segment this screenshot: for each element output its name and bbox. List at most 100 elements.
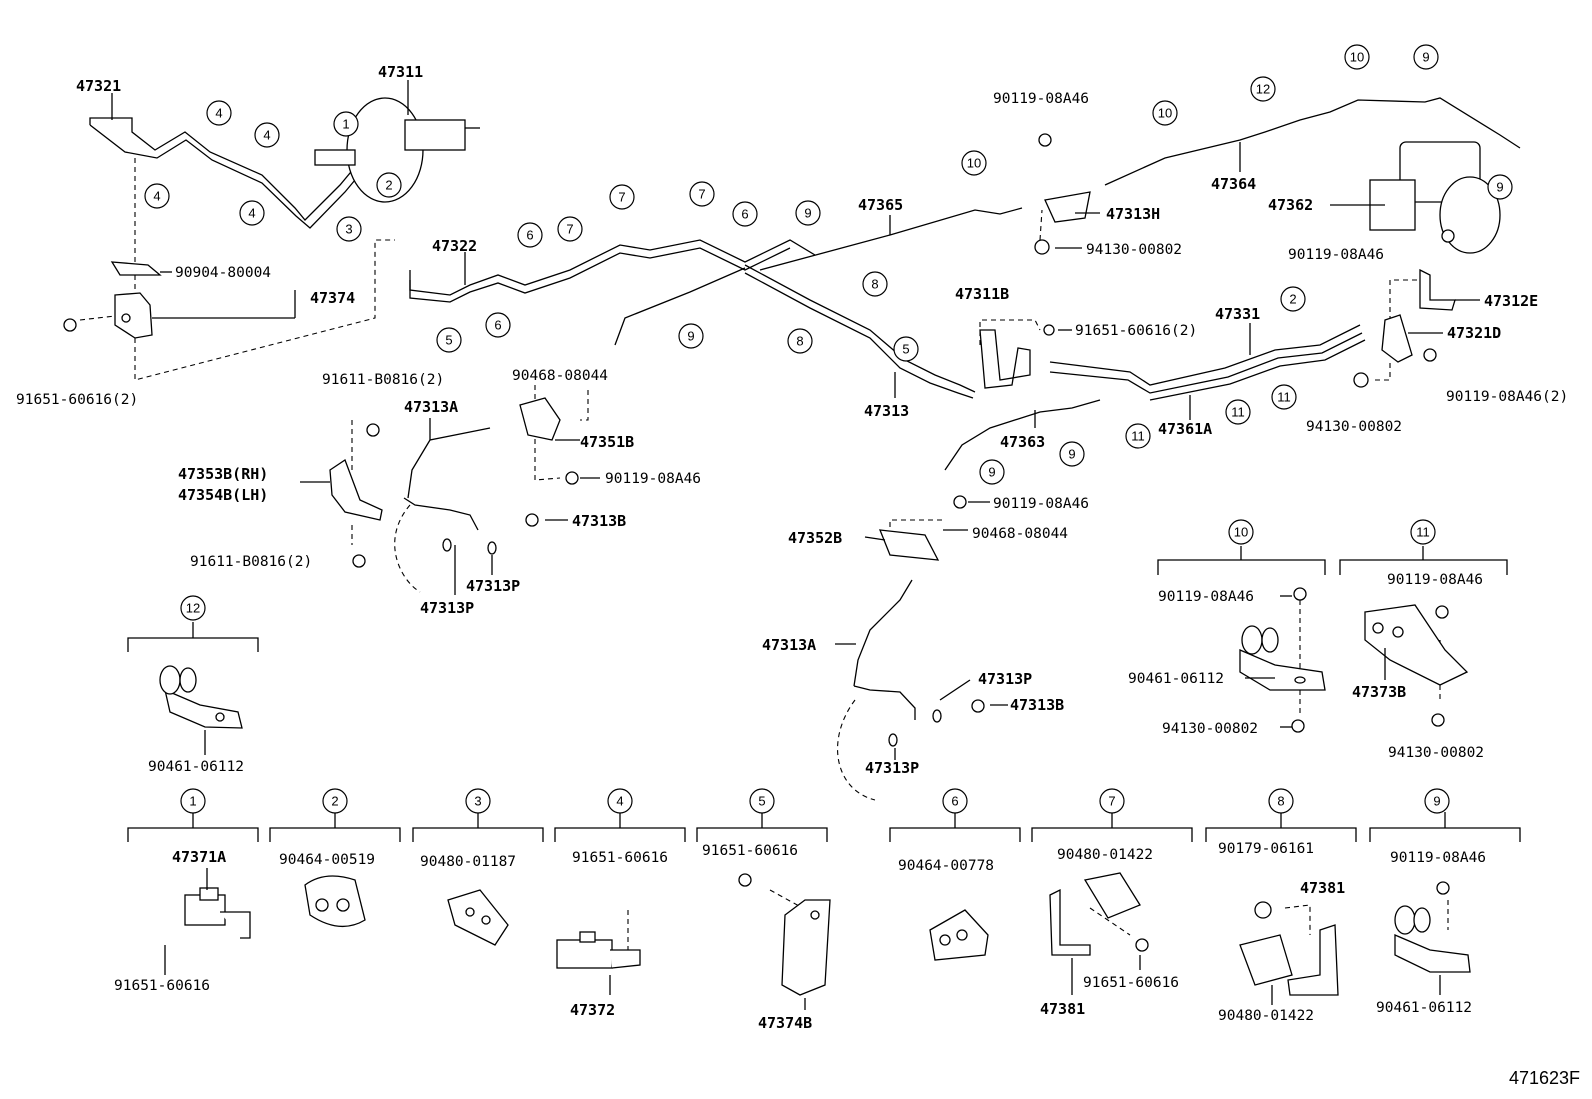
svg-text:4: 4 [215, 106, 222, 121]
callout-12-31: 12 [180, 595, 206, 621]
callout-8-16: 8 [862, 271, 888, 297]
svg-text:2: 2 [1289, 292, 1296, 307]
callout-8-17: 8 [787, 328, 813, 354]
label-47374: 47374 [310, 289, 355, 307]
kit10-bracket-icon [1239, 625, 1326, 691]
kit8-bracket-icon [1239, 901, 1339, 996]
svg-text:7: 7 [566, 222, 573, 237]
svg-text:5: 5 [445, 333, 452, 348]
callout-10-22: 10 [1344, 44, 1370, 70]
callout-4-2: 4 [144, 183, 170, 209]
callout-8-41: 8 [1268, 788, 1294, 814]
master-cylinder-icon [314, 97, 480, 203]
kit3-clip-icon [447, 889, 509, 946]
label-90468-08044-a: 90468-08044 [512, 368, 608, 384]
svg-text:7: 7 [618, 190, 625, 205]
label-47313a-b: 47313A [762, 636, 816, 654]
callout-9-24: 9 [1487, 174, 1513, 200]
svg-text:10: 10 [1234, 525, 1248, 540]
svg-text:3: 3 [474, 794, 481, 809]
kit11-47373b-label: 47373B [1352, 683, 1406, 701]
label-47322: 47322 [432, 237, 477, 255]
kit2-clip-icon [304, 875, 366, 927]
kit9-bracket-icon [1394, 881, 1471, 973]
svg-text:9: 9 [804, 206, 811, 221]
svg-text:10: 10 [1350, 50, 1364, 65]
label-47312e: 47312E [1484, 292, 1538, 310]
label-91651-60616-2-a: 91651-60616(2) [16, 392, 138, 408]
bracket-47313H-icon [1044, 191, 1091, 223]
kit2-90464-label: 90464-00519 [279, 852, 375, 868]
callout-10-32: 10 [1228, 519, 1254, 545]
label-47313a-a: 47313A [404, 398, 458, 416]
bolt-icons [63, 133, 1455, 733]
callout-4-1: 4 [254, 122, 280, 148]
svg-text:9: 9 [1496, 180, 1503, 195]
kit6-clip-icon [929, 909, 989, 961]
svg-text:12: 12 [186, 601, 200, 616]
label-90119-08a46-b: 90119-08A46 [1288, 247, 1384, 263]
svg-text:4: 4 [263, 128, 270, 143]
svg-text:11: 11 [1416, 525, 1430, 540]
kit-group-brackets [127, 546, 1521, 842]
label-47321: 47321 [76, 77, 121, 95]
callout-7-12: 7 [689, 181, 715, 207]
callout-11-26: 11 [1225, 399, 1251, 425]
callout-9-30: 9 [979, 459, 1005, 485]
callout-10-19: 10 [961, 150, 987, 176]
svg-text:6: 6 [526, 228, 533, 243]
label-47313p-d: 47313P [865, 759, 919, 777]
callout-2-5: 2 [376, 172, 402, 198]
callout-1-34: 1 [180, 788, 206, 814]
svg-text:8: 8 [871, 277, 878, 292]
label-90119-08a46-c: 90119-08A46 [605, 471, 701, 487]
bracket-47353B-icon [329, 459, 383, 521]
callout-7-10: 7 [557, 216, 583, 242]
leader-lines [111, 80, 1480, 1010]
callout-4-37: 4 [607, 788, 633, 814]
kit10-90119-label: 90119-08A46 [1158, 589, 1254, 605]
svg-text:11: 11 [1131, 429, 1145, 444]
label-91611-b0816-2-b: 91611-B0816(2) [190, 554, 312, 570]
label-47321d: 47321D [1447, 324, 1501, 342]
label-90468-08044-b: 90468-08044 [972, 526, 1068, 542]
kit5-47374b-label: 47374B [758, 1014, 812, 1032]
label-47365: 47365 [858, 196, 903, 214]
callout-5-18: 5 [893, 336, 919, 362]
label-91651-60616-2-b: 91651-60616(2) [1075, 323, 1197, 339]
callout-11-27: 11 [1271, 384, 1297, 410]
svg-text:12: 12 [1256, 82, 1270, 97]
kit11-clamp-icon [1364, 604, 1469, 686]
svg-text:5: 5 [902, 342, 909, 357]
svg-text:9: 9 [1433, 794, 1440, 809]
kit3-90480-label: 90480-01187 [420, 854, 516, 870]
kit5-clamp-icon [738, 873, 831, 996]
part-number-labels: 47321 4 7 3 11 90904-80004 47374 91651-6061… [16, 63, 1568, 1032]
brake-tube-lines [89, 97, 1521, 720]
label-90119-08a46-2: 90119-08A46(2) [1446, 389, 1568, 405]
label-47313: 47313 [864, 402, 909, 420]
label-47352b: 47352B [788, 529, 842, 547]
label-94130-00802-a: 94130-00802 [1086, 242, 1182, 258]
svg-text:4: 4 [153, 189, 160, 204]
label-47364: 47364 [1211, 175, 1256, 193]
svg-text:2: 2 [385, 178, 392, 193]
label-90904-80004: 90904-80004 [175, 265, 271, 281]
label-47311b: 47311B [955, 285, 1009, 303]
svg-text:4: 4 [616, 794, 623, 809]
label-47313h: 47313H [1106, 205, 1160, 223]
svg-text:6: 6 [741, 207, 748, 222]
svg-text:11: 11 [1277, 390, 1291, 405]
callout-9-29: 9 [1059, 441, 1085, 467]
label-47354b-lh: 47354B(LH) [178, 486, 268, 504]
label-90119-08a46-d: 90119-08A46 [993, 496, 1089, 512]
kit8-47381-label: 47381 [1300, 879, 1345, 897]
part-shapes [63, 97, 1501, 996]
kit10-90461-label: 90461-06112 [1128, 671, 1224, 687]
kit7-90480-label: 90480-01422 [1057, 847, 1153, 863]
kit7-47381-label: 47381 [1040, 1000, 1085, 1018]
callout-6-8: 6 [485, 312, 511, 338]
svg-text:6: 6 [494, 318, 501, 333]
kit1-91651-label: 91651-60616 [114, 978, 210, 994]
svg-text:2: 2 [331, 794, 338, 809]
